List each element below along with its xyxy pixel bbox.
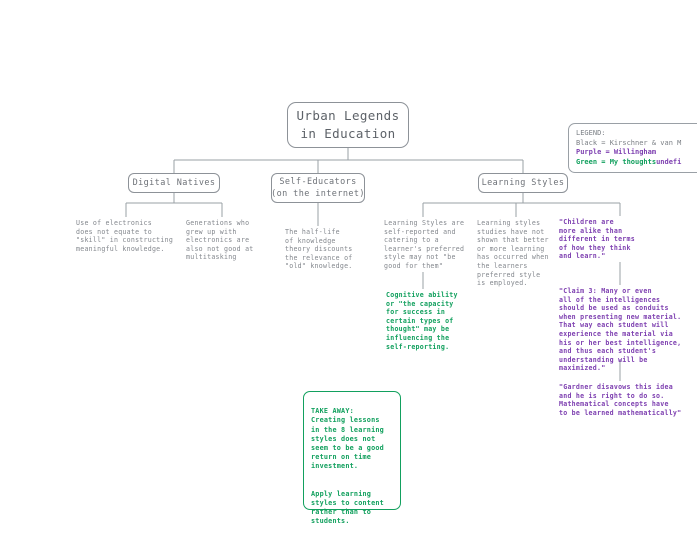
legend-entry-black: Black = Kirschner & van M (576, 138, 682, 147)
node-self-educators-label: Self-Educators (on the internet) (271, 177, 365, 199)
takeaway-paragraph-1: TAKE AWAY: Creating lessons in the 8 lea… (311, 407, 384, 471)
leaf-half-life-of-knowledge: The half-life of knowledge theory discou… (285, 228, 353, 271)
takeaway-box: TAKE AWAY: Creating lessons in the 8 lea… (303, 391, 401, 525)
takeaway-paragraph-2: Apply learning styles to content rather … (311, 489, 384, 526)
leaf-self-reported: Learning Styles are self-reported and ca… (384, 219, 465, 270)
leaf-claim-3-intelligences: "Claim 3: Many or even all of the intell… (559, 287, 682, 373)
leaf-multitasking: Generations who grew up with electronics… (186, 219, 254, 262)
legend-entry-purple: Purple = Willingham (576, 148, 657, 157)
node-learning-styles-label: Learning Styles (481, 178, 565, 188)
legend-box: LEGEND: Black = Kirschner & van M Purple… (568, 123, 697, 174)
node-root-urban-legends[interactable]: Urban Legends in Education (287, 102, 409, 148)
legend-title: LEGEND: (576, 129, 606, 137)
node-self-educators[interactable]: Self-Educators (on the internet) (271, 173, 365, 203)
leaf-studies-no-better-learning: Learning styles studies have not shown t… (477, 219, 549, 288)
node-digital-natives-label: Digital Natives (132, 178, 216, 188)
node-root-label: Urban Legends in Education (296, 108, 400, 141)
leaf-cognitive-ability: Cognitive ability or "the capacity for s… (386, 291, 458, 351)
leaf-gardner-disavows: "Gardner disavows this idea and he is ri… (559, 383, 682, 417)
legend-overflow-text: undefi (656, 157, 682, 166)
leaf-children-more-alike: "Children are more alike than different … (559, 218, 635, 261)
legend-entry-green: Green = My thoughtsundefi (576, 158, 697, 168)
node-digital-natives[interactable]: Digital Natives (128, 173, 220, 193)
diagram-canvas: Urban Legends in Education LEGEND: Black… (76, 102, 697, 525)
legend-entry-green-text: Green = My thoughts (576, 157, 657, 166)
node-learning-styles[interactable]: Learning Styles (478, 173, 568, 193)
leaf-electronics-skill: Use of electronics does not equate to "s… (76, 219, 174, 253)
